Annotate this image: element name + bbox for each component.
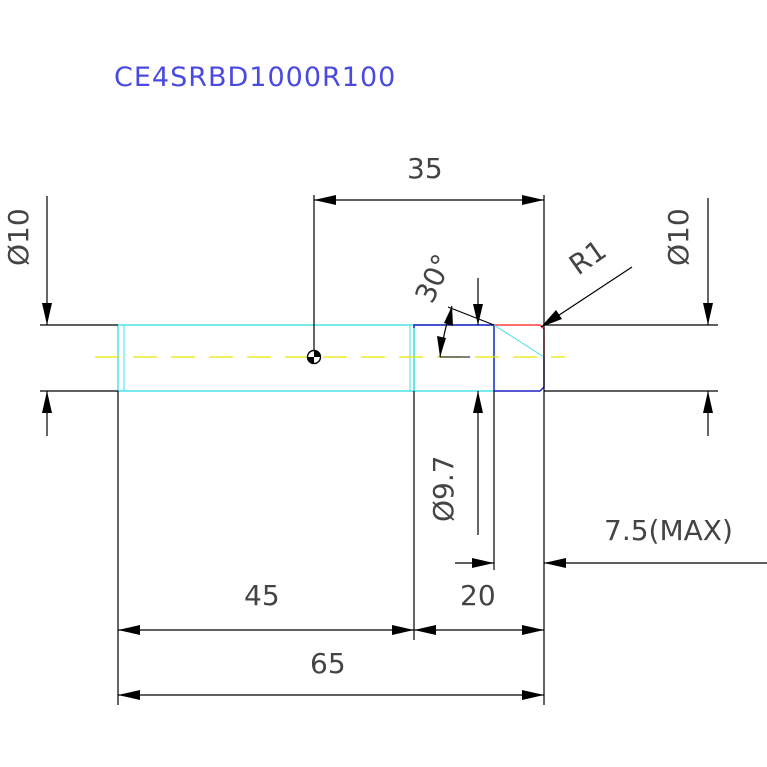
dim-dia10-right: Ø10 bbox=[662, 198, 713, 436]
dim-45: 45 bbox=[118, 579, 414, 635]
part-number-title: CE4SRBD1000R100 bbox=[114, 62, 396, 93]
dim-dia97: Ø9.7 bbox=[427, 391, 483, 535]
extension-lines bbox=[40, 195, 718, 705]
dim-dia10-left: Ø10 bbox=[2, 196, 52, 436]
dim-dia97-label: Ø9.7 bbox=[427, 455, 460, 522]
dim-75max-label: 7.5(MAX) bbox=[604, 514, 733, 547]
dim-20-label: 20 bbox=[460, 579, 496, 612]
dim-75max: 7.5(MAX) bbox=[455, 514, 767, 568]
dim-dia10-right-label: Ø10 bbox=[662, 208, 695, 266]
neck-blue-edge bbox=[413, 324, 495, 391]
tip-cone-line bbox=[493, 324, 545, 358]
tool-body bbox=[95, 324, 565, 392]
dim-35: 35 bbox=[314, 152, 544, 205]
origin-marker bbox=[306, 349, 322, 365]
dim-dia10-left-label: Ø10 bbox=[2, 208, 35, 266]
dim-20: 20 bbox=[414, 579, 544, 635]
dim-65-label: 65 bbox=[310, 647, 346, 680]
dim-65: 65 bbox=[118, 647, 544, 700]
dim-35-label: 35 bbox=[407, 152, 443, 185]
dim-45-label: 45 bbox=[244, 579, 280, 612]
